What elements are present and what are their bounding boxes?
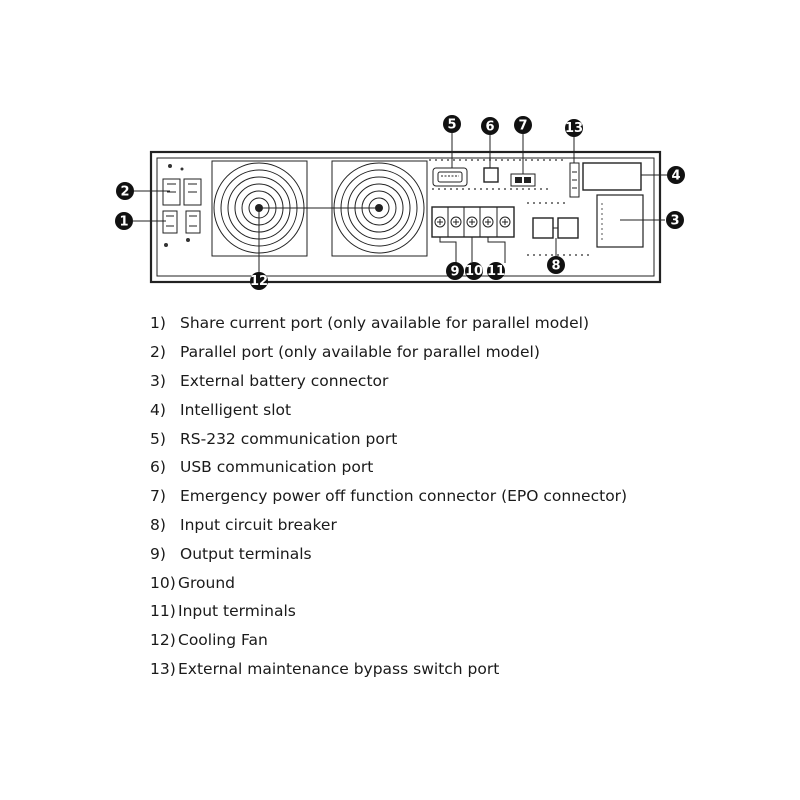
leader-lines <box>133 133 667 272</box>
svg-text:1: 1 <box>119 215 128 230</box>
callout-10: 10 <box>465 262 483 280</box>
callout-1: 1 <box>115 212 133 230</box>
legend-item: 13)External maintenance bypass switch po… <box>150 655 627 684</box>
callout-9: 9 <box>446 262 464 280</box>
svg-text:13: 13 <box>565 121 583 136</box>
callout-8: 8 <box>547 256 565 274</box>
legend-number: 5) <box>150 429 166 448</box>
legend-number: 12) <box>150 631 176 650</box>
callout-4: 4 <box>667 166 685 184</box>
callout-7: 7 <box>514 116 532 134</box>
svg-text:7: 7 <box>518 119 527 134</box>
legend-number: 7) <box>150 487 166 506</box>
legend-number: 3) <box>150 371 166 390</box>
legend-item: 3) External battery connector <box>150 367 627 396</box>
legend-item: 10)Ground <box>150 568 627 597</box>
legend-item: 7) Emergency power off function connector… <box>150 482 627 511</box>
legend-number: 10) <box>150 573 176 592</box>
svg-text:5: 5 <box>447 118 456 133</box>
svg-text:6: 6 <box>485 120 494 135</box>
svg-text:9: 9 <box>450 265 459 280</box>
legend-text: Intelligent slot <box>180 400 292 419</box>
svg-text:11: 11 <box>487 264 505 279</box>
callout-12: 12 <box>250 272 268 290</box>
legend-text: Output terminals <box>180 544 312 563</box>
legend-item: 4) Intelligent slot <box>150 395 627 424</box>
usb-port <box>483 167 499 183</box>
svg-text:12: 12 <box>250 274 268 289</box>
legend-text: Ground <box>178 573 236 592</box>
legend-item: 9) Output terminals <box>150 539 627 568</box>
intelligent-slot <box>582 162 642 191</box>
ups-rear-panel-diagram: 1 2 3 4 5 6 7 8 9 10 11 12 <box>115 115 685 290</box>
rs232-port <box>432 167 468 187</box>
legend-item: 5) RS-232 communication port <box>150 424 627 453</box>
share-current-port-1 <box>162 210 201 234</box>
legend-item: 1) Share current port (only available for… <box>150 309 627 338</box>
callout-3: 3 <box>666 211 684 229</box>
legend-number: 9) <box>150 544 166 563</box>
legend-text: Parallel port (only available for parall… <box>180 343 540 362</box>
legend-text: External battery connector <box>180 371 389 390</box>
svg-text:4: 4 <box>671 169 680 184</box>
parallel-port-2 <box>162 178 202 206</box>
legend-number: 11) <box>150 602 176 621</box>
legend-text: USB communication port <box>180 458 374 477</box>
legend-item: 11)Input terminals <box>150 597 627 626</box>
legend-item: 12)Cooling Fan <box>150 626 627 655</box>
legend-number: 1) <box>150 314 166 333</box>
legend-text: External maintenance bypass switch port <box>178 659 500 678</box>
component-legend: 1) Share current port (only available for… <box>150 309 627 683</box>
svg-text:8: 8 <box>551 259 560 274</box>
callout-11: 11 <box>487 262 505 280</box>
input-circuit-breaker <box>532 217 579 239</box>
legend-text: Cooling Fan <box>178 631 268 650</box>
legend-item: 2) Parallel port (only available for para… <box>150 338 627 367</box>
legend-text: RS-232 communication port <box>180 429 398 448</box>
svg-text:3: 3 <box>670 214 679 229</box>
callout-5: 5 <box>443 115 461 133</box>
legend-item: 8) Input circuit breaker <box>150 511 627 540</box>
callout-2: 2 <box>116 182 134 200</box>
legend-number: 8) <box>150 515 166 534</box>
legend-text: Emergency power off function connector (… <box>180 487 628 506</box>
legend-number: 6) <box>150 458 166 477</box>
legend-number: 2) <box>150 343 166 362</box>
legend-text: Input circuit breaker <box>180 515 337 534</box>
legend-text: Share current port (only available for p… <box>180 314 589 333</box>
terminal-block <box>431 206 515 238</box>
legend-number: 4) <box>150 400 166 419</box>
svg-text:10: 10 <box>465 264 483 279</box>
legend-text: Input terminals <box>178 602 296 621</box>
svg-text:2: 2 <box>120 185 129 200</box>
legend-item: 6) USB communication port <box>150 453 627 482</box>
legend-number: 13) <box>150 659 176 678</box>
callout-6: 6 <box>481 117 499 135</box>
callout-13: 13 <box>565 119 583 137</box>
chassis <box>149 150 662 284</box>
external-battery-connector <box>596 194 644 248</box>
